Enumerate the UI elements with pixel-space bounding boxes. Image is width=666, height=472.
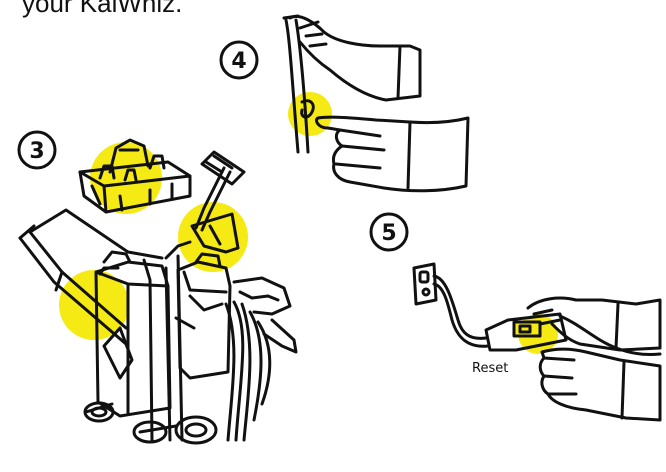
step-3-number: 3: [29, 139, 44, 164]
step-5-number: 5: [381, 221, 396, 246]
step-5-badge: 5: [371, 214, 407, 250]
power-cord: [434, 276, 488, 346]
reset-label: Reset: [472, 361, 508, 376]
step-3-illustration: 3: [19, 132, 296, 443]
reset-button[interactable]: [514, 322, 540, 336]
step-5-illustration: 5: [371, 214, 660, 420]
step-3-badge: 3: [19, 132, 55, 168]
upper-glove: [290, 16, 420, 100]
lower-glove: [316, 117, 468, 191]
cart-tank: [176, 254, 230, 378]
step-4-badge: 4: [221, 42, 257, 78]
step-4-illustration: 4: [221, 16, 468, 191]
hose-coil: [226, 278, 296, 440]
step-4-number: 4: [231, 49, 246, 74]
